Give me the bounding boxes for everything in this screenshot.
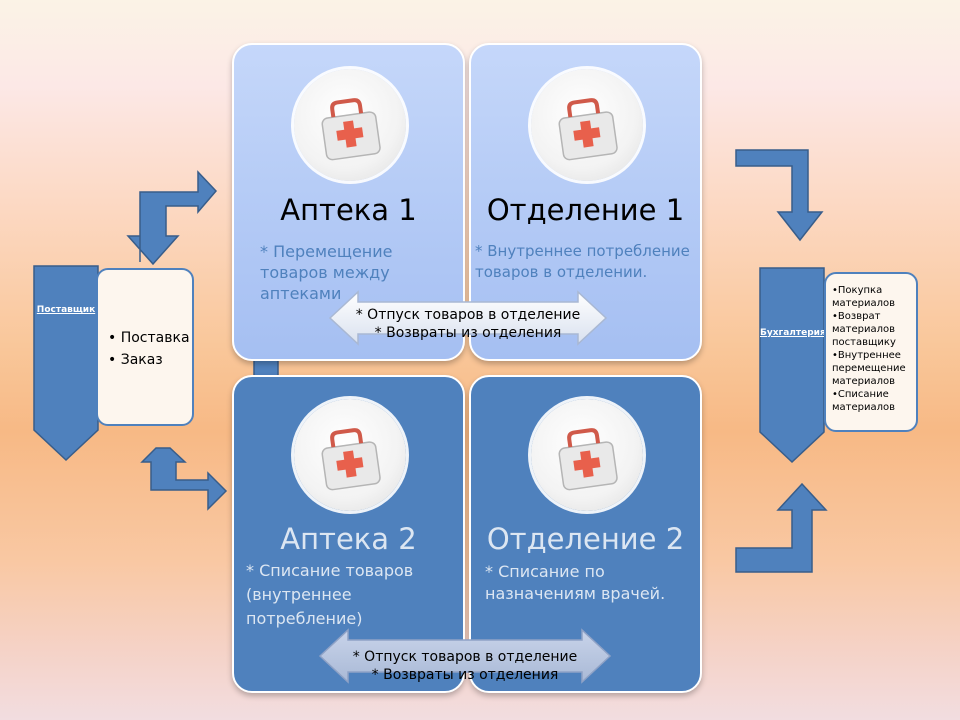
accounting-list: Покупка материалов Возврат материалов по… xyxy=(832,284,916,414)
department-2-text: * Списание по назначениям врачей. xyxy=(485,562,666,603)
supplier-item-order: Заказ xyxy=(108,349,190,371)
supplier-item-delivery: Поставка xyxy=(108,327,190,349)
bottom-exchange-arrow xyxy=(318,628,612,684)
accounting-item-transfer: Внутреннее перемещение материалов xyxy=(832,349,916,388)
pharmacy-1-title: Аптека 1 xyxy=(280,193,417,227)
top-exchange-arrow xyxy=(328,290,608,346)
pharmacy-2-title: Аптека 2 xyxy=(280,522,417,556)
supplier-chevron xyxy=(33,265,99,462)
first-aid-kit-icon xyxy=(531,399,643,511)
department2-to-accounting-arrow xyxy=(735,482,828,573)
top-exchange-label: * Отпуск товаров в отделение * Возвраты … xyxy=(355,307,581,341)
supplier-to-pharmacy1-arrow xyxy=(126,170,218,266)
department-2-title: Отделение 2 xyxy=(486,522,685,556)
supplier-list: Поставка Заказ xyxy=(108,327,190,371)
supplier-to-pharmacy2-arrow xyxy=(140,447,228,511)
pharmacy-1-text: * Перемещение товаров между аптеками xyxy=(260,242,393,303)
accounting-item-writeoff: Списание материалов xyxy=(832,388,916,414)
accounting-item-return: Возврат материалов поставщику xyxy=(832,310,916,349)
supplier-label[interactable]: Поставщик xyxy=(36,305,96,315)
first-aid-kit-icon xyxy=(294,69,406,181)
first-aid-kit-icon xyxy=(531,69,643,181)
department-2-box[interactable]: Отделение 2 * Списание по назначениям вр… xyxy=(469,375,702,693)
accounting-item-purchase: Покупка материалов xyxy=(832,284,916,310)
accounting-card: Покупка материалов Возврат материалов по… xyxy=(824,272,918,432)
first-aid-kit-icon xyxy=(294,399,406,511)
department-1-title: Отделение 1 xyxy=(486,193,685,227)
supplier-card: Поставка Заказ xyxy=(96,268,194,426)
accounting-chevron xyxy=(759,267,825,464)
department-1-text: * Внутреннее потребление товаров в отдел… xyxy=(475,242,690,281)
accounting-label[interactable]: Бухгалтерия xyxy=(760,328,826,338)
department1-to-accounting-arrow xyxy=(735,149,824,242)
pharmacy-2-text: * Списание товаров (внутреннее потреблен… xyxy=(246,561,414,628)
bottom-exchange-label: * Отпуск товаров в отделение * Возвраты … xyxy=(352,649,578,683)
